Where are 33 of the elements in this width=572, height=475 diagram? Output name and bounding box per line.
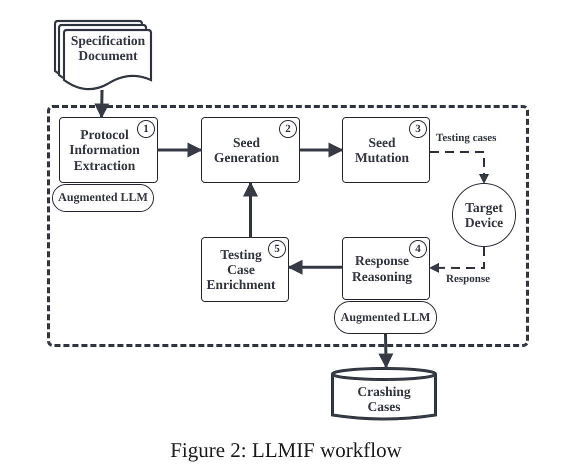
arrow: [378, 334, 394, 368]
edge-label: Response: [446, 273, 490, 286]
process-box: [201, 237, 289, 302]
arrow: [94, 90, 110, 118]
process-box: [342, 237, 430, 300]
arrow: [243, 182, 258, 237]
node-text: Seed Generation: [212, 134, 280, 166]
step-number: 3: [409, 120, 427, 138]
edge-label: Testing cases: [436, 132, 496, 144]
dashed-group-box: [47, 105, 529, 347]
document-stack: [54, 20, 152, 90]
process-box: [59, 117, 158, 183]
process-box: [342, 117, 430, 183]
step-number: 2: [279, 120, 297, 138]
node-text: Target Device: [464, 200, 504, 230]
arrow: [288, 260, 342, 275]
step-number: 1: [137, 120, 155, 138]
arrow: [429, 247, 485, 273]
arrow: [430, 150, 489, 184]
node-text: Crashing Cases: [356, 384, 412, 414]
step-number: 4: [409, 240, 427, 258]
arrow: [300, 142, 344, 158]
process-box: [201, 117, 300, 183]
rounded-tag: [334, 301, 437, 334]
node-text: Specification Document: [70, 32, 146, 64]
figure-caption: Figure 2: LLMIF workflow: [169, 438, 403, 463]
rounded-tag: [52, 184, 154, 212]
arrow: [158, 142, 202, 158]
step-number: 5: [268, 240, 286, 258]
node-text: Seed Mutation: [354, 134, 410, 166]
node-text: Augmented LLM: [58, 191, 148, 205]
database-cylinder: [331, 367, 437, 421]
node-text: Augmented LLM: [340, 310, 430, 324]
